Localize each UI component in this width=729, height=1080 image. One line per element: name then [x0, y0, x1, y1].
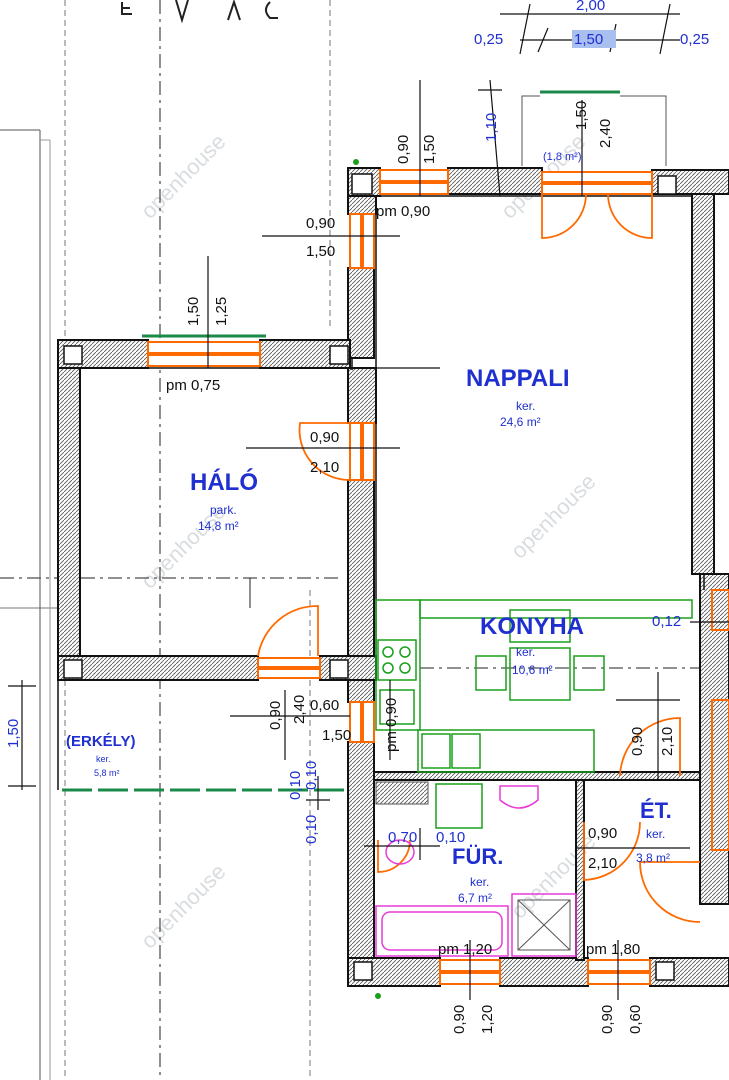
cutoff-letters	[121, 0, 278, 24]
dim-et-door-h: 2,10	[659, 727, 676, 756]
dim-balcony-door-w: 0,90	[267, 701, 284, 730]
dim-top-left: 0,25	[474, 31, 503, 48]
room-konyha-name: KONYHA	[480, 613, 584, 640]
dim-halo-window-w: 1,50	[185, 297, 202, 326]
dim-bottom-right-h: 0,60	[627, 1005, 644, 1034]
room-furdo-area: 6,7 m²	[458, 891, 492, 905]
shower-tray	[517, 899, 571, 951]
room-furdo-floor: ker.	[470, 875, 489, 889]
dim-door-h-c: 2,40	[597, 119, 614, 148]
dim-bottom-right-w: 0,90	[599, 1005, 616, 1034]
room-halo-floor: park.	[210, 503, 237, 517]
room-erkely-area: 5,8 m²	[94, 768, 120, 778]
dim-fur-small-a: 0,70	[388, 829, 417, 846]
dim-top-right: 0,25	[680, 31, 709, 48]
washing-machine	[435, 783, 483, 829]
dim-bottom-left-w: 0,90	[451, 1005, 468, 1034]
niche	[521, 95, 667, 166]
dim-bottom-left-sill: pm 1,20	[438, 941, 492, 958]
room-etkezo-name: ÉT.	[640, 798, 672, 823]
dim-door-h-b: 1,50	[573, 101, 590, 130]
kitchen-furniture	[375, 599, 693, 773]
dim-tiny-c: 0,10	[303, 815, 320, 844]
dim-et-door-w: 0,90	[629, 727, 646, 756]
dim-small-door-w: 0,60	[310, 697, 339, 714]
dim-tiny-a: 0,10	[303, 761, 320, 790]
room-erkely-floor: ker.	[96, 754, 111, 764]
marker-dot	[375, 993, 381, 999]
room-nappali-floor: ker.	[516, 399, 535, 413]
dim-door-h-a: 1,10	[483, 113, 500, 142]
dim-left-door-h: 1,50	[306, 243, 335, 260]
room-nappali-name: NAPPALI	[466, 365, 570, 392]
dim-bottom-right-sill: pm 1,80	[586, 941, 640, 958]
dim-fur-door-h: 2,10	[588, 855, 617, 872]
room-erkely-name: (ERKÉLY)	[66, 733, 135, 750]
room-furdo-name: FÜR.	[452, 844, 503, 869]
columns	[63, 173, 677, 981]
dim-kitchen-sill: pm 0,90	[383, 698, 400, 752]
dim-left-door-w: 0,90	[306, 215, 335, 232]
room-halo-name: HÁLÓ	[190, 468, 258, 496]
room-konyha-area: 10,6 m²	[512, 663, 553, 677]
dim-small-door-h: 1,50	[322, 727, 351, 744]
room-nappali-area: 24,6 m²	[500, 415, 541, 429]
dimension-lines	[8, 3, 729, 1000]
dim-top-total: 2,00	[576, 0, 605, 14]
dim-left-side: 1,50	[5, 719, 22, 748]
watermark-text: openhouse	[506, 829, 601, 924]
dim-right: 0,12	[652, 613, 681, 630]
door-swings	[257, 193, 701, 923]
dim-fur-small-b: 0,10	[436, 829, 465, 846]
openings	[147, 169, 729, 985]
watermark-text: openhouse	[136, 129, 231, 224]
dim-top-window-h: 1,50	[421, 135, 438, 164]
bathroom-fixtures	[375, 785, 577, 957]
niche-area: (1,8 m²)	[543, 151, 582, 163]
dim-top-window-sill: pm 0,90	[376, 203, 430, 220]
dim-halo-door-w: 0,90	[310, 429, 339, 446]
room-halo-area: 14,8 m²	[198, 519, 239, 533]
room-etkezo-floor: ker.	[646, 827, 665, 841]
dim-fur-door-w: 0,90	[588, 825, 617, 842]
watermark-text: openhouse	[506, 469, 601, 564]
dim-halo-door-h: 2,10	[310, 459, 339, 476]
dim-tiny-b: 0,10	[287, 771, 304, 800]
dim-balcony-door-h: 2,40	[291, 695, 308, 724]
sills	[62, 90, 620, 792]
staircase-box	[375, 781, 429, 805]
watermark-text: openhouse	[136, 859, 231, 954]
thin-walls	[57, 195, 729, 790]
dim-bottom-left-h: 1,20	[479, 1005, 496, 1034]
dim-halo-window-h: 1,25	[213, 297, 230, 326]
dim-top-window-w: 0,90	[395, 135, 412, 164]
dim-halo-window-sill: pm 0,75	[166, 377, 220, 394]
marker-dot	[353, 159, 359, 165]
room-konyha-floor: ker.	[516, 645, 535, 659]
dim-top-middle: 1,50	[574, 31, 603, 48]
dim-highlight	[572, 30, 616, 48]
room-etkezo-area: 3,8 m²	[636, 851, 670, 865]
